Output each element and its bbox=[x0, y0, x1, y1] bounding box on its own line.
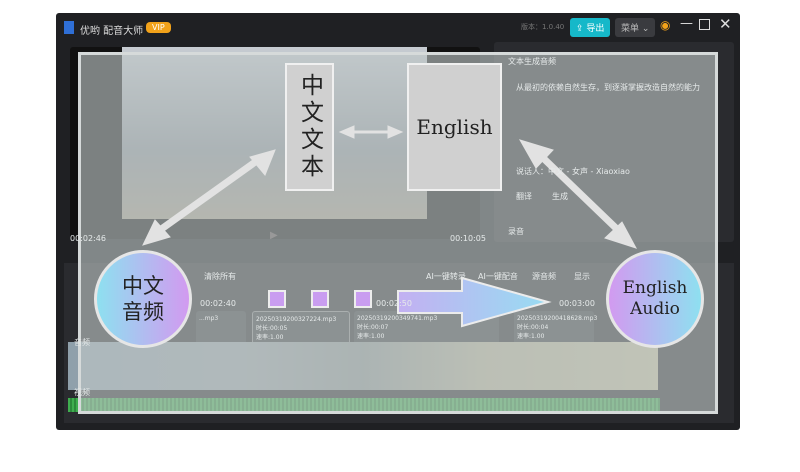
app-logo-icon bbox=[64, 21, 74, 34]
play-icon[interactable]: ▶ bbox=[270, 230, 278, 241]
arrow-head bbox=[338, 125, 355, 139]
process-square bbox=[311, 290, 329, 308]
clip-rate: 速率:1.00 bbox=[517, 333, 545, 340]
version-label: 版本：1.0.40 bbox=[521, 23, 565, 31]
clip-duration: 时长:00:05 bbox=[256, 325, 288, 332]
audio-track-label: 音频 bbox=[74, 338, 90, 347]
clip-rate: 速率:1.00 bbox=[357, 333, 385, 340]
user-icon[interactable]: ◉ bbox=[660, 18, 671, 32]
current-time: 00:02:46 bbox=[70, 234, 106, 243]
maximize-icon[interactable] bbox=[699, 19, 710, 30]
close-icon[interactable]: ✕ bbox=[719, 15, 732, 33]
dub-button[interactable]: AI一键配音 bbox=[478, 272, 518, 281]
english-audio-circle: English Audio bbox=[606, 250, 704, 348]
transcribe-button[interactable]: AI一键转录 bbox=[426, 272, 466, 281]
clip-name: 20250319200327224.mp3 bbox=[256, 316, 337, 323]
clip-name: 20250319200349741.mp3 bbox=[357, 315, 438, 322]
arrow-head bbox=[387, 125, 404, 139]
clip-duration: 时长:00:07 bbox=[357, 324, 389, 331]
show-checkbox[interactable]: 显示 bbox=[574, 272, 590, 281]
voice-select[interactable]: 说话人：中文 - 女声 - Xiaoxiao bbox=[516, 167, 630, 176]
chinese-audio-circle: 中文 音频 bbox=[94, 250, 192, 348]
process-square bbox=[268, 290, 286, 308]
tts-title[interactable]: 文本生成音频 bbox=[508, 57, 556, 66]
export-label: 导出 bbox=[586, 24, 605, 34]
arrow-head bbox=[142, 219, 171, 246]
source-audio-checkbox[interactable]: 源音频 bbox=[532, 272, 556, 281]
app-title: 优哟 配音大师 bbox=[80, 26, 144, 37]
menu-button[interactable]: 菜单 ⌄ bbox=[615, 18, 656, 37]
clip-name: 20250319200418628.mp3 bbox=[517, 315, 598, 322]
arrow-head bbox=[604, 221, 638, 249]
arrow-en-text-to-audio bbox=[537, 152, 623, 235]
total-time: 00:10:05 bbox=[450, 234, 486, 243]
tts-text[interactable]: 从最初的依赖自然生存，到逐渐掌握改造自然的能力 bbox=[516, 83, 700, 92]
english-text-box: English bbox=[407, 63, 502, 191]
arrow-head bbox=[518, 139, 554, 169]
arrow-head bbox=[249, 149, 276, 176]
record-option[interactable]: 录音 bbox=[508, 227, 524, 236]
ruler-tick: 00:02:50 bbox=[376, 299, 412, 308]
menu-label: 菜单 bbox=[621, 24, 640, 34]
minimize-icon[interactable]: — bbox=[680, 16, 693, 31]
ruler-tick: 00:03:00 bbox=[559, 299, 595, 308]
clear-all-button[interactable]: 清除所有 bbox=[204, 272, 236, 281]
translate-button[interactable]: 翻译 bbox=[516, 192, 532, 201]
ruler-tick: 00:02:40 bbox=[200, 299, 236, 308]
clip-rate: 速率:1.00 bbox=[256, 334, 284, 341]
clip-duration: 时长:00:04 bbox=[517, 324, 549, 331]
chinese-text-box: 中文文本 bbox=[285, 63, 334, 191]
vip-badge[interactable]: VIP bbox=[146, 22, 171, 33]
process-square bbox=[354, 290, 372, 308]
generate-button[interactable]: 生成 bbox=[552, 192, 568, 201]
big-arrow-audio-conversion bbox=[397, 276, 552, 328]
clip-name: ...mp3 bbox=[199, 315, 219, 322]
arrow-cn-audio-to-text bbox=[157, 157, 261, 233]
video-track-label: 视频 bbox=[74, 388, 90, 397]
export-button[interactable]: ⇪ 导出 bbox=[570, 18, 611, 37]
title-bar: 优哟 配音大师 VIP 版本：1.0.40 ⇪ 导出 菜单 ⌄ ◉ — ✕ bbox=[56, 13, 740, 42]
